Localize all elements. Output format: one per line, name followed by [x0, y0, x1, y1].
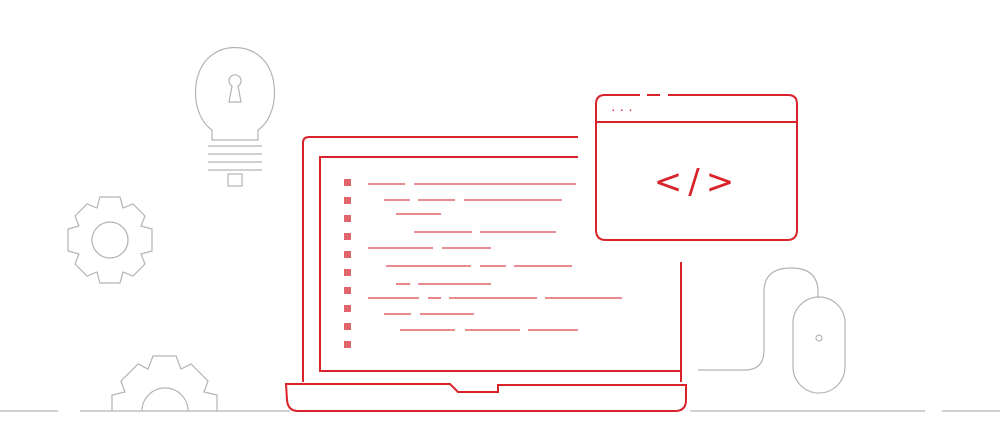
window-dots: · · · — [611, 101, 633, 117]
browser-window-frame — [595, 94, 798, 241]
laptop-base — [284, 383, 687, 412]
mouse-icon — [698, 267, 846, 394]
half-gear-icon — [111, 355, 218, 412]
gear-icon — [67, 196, 153, 284]
code-tag-symbol: </> — [654, 162, 740, 202]
line-number-markers — [344, 179, 351, 348]
browser-window-icon: · · · </> — [595, 94, 798, 241]
mouse-scroll-wheel — [815, 334, 823, 342]
mouse-cable — [698, 267, 819, 371]
laptop-icon — [284, 136, 687, 412]
laptop-screen — [319, 156, 681, 372]
code-lines — [368, 183, 622, 331]
laptop-bezel — [302, 136, 578, 382]
mouse-body — [792, 296, 846, 394]
lightbulb-keyhole-icon — [194, 46, 276, 187]
